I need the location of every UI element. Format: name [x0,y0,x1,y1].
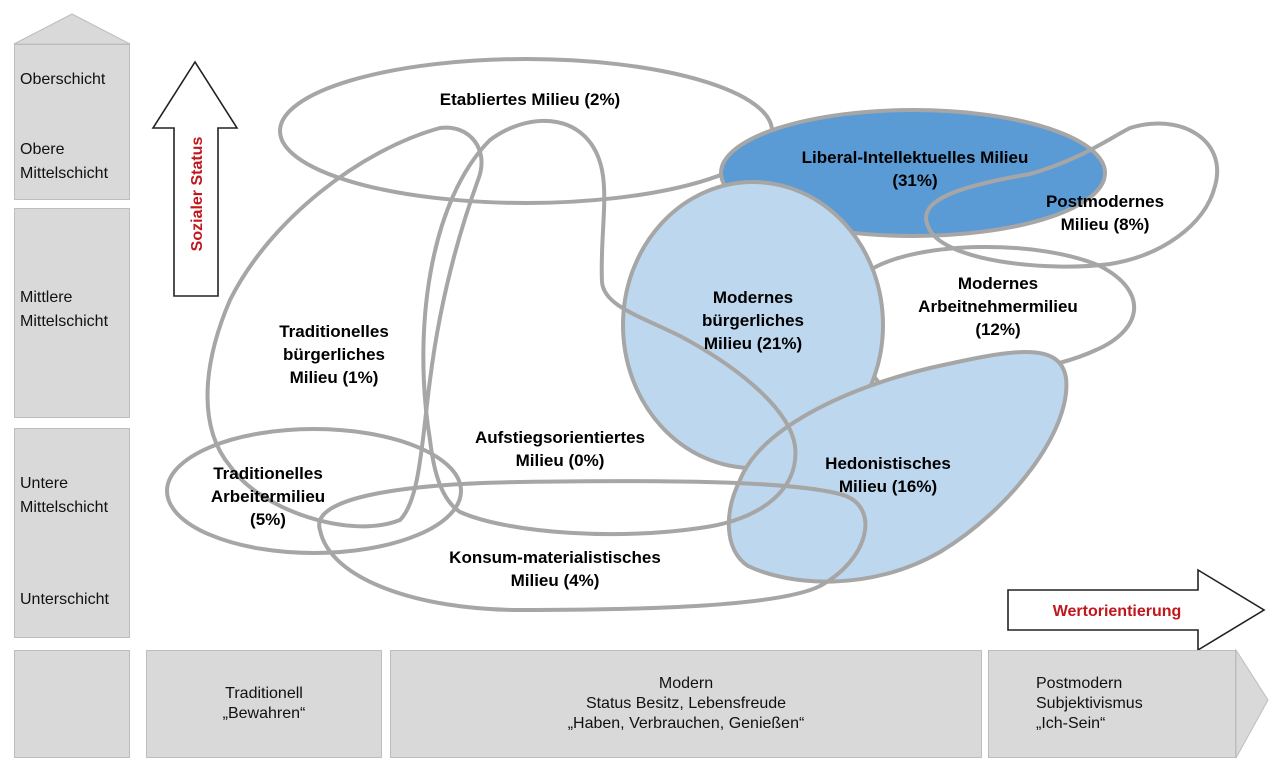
stratum-obere-mittelschicht: Obere Mittelschicht [20,141,109,182]
label-konsum-materialistisches: Konsum-materialistisches Milieu (4%) [449,548,661,590]
label-liberal-intellektuelles: Liberal-Intellektuelles Milieu (31%) [801,148,1029,190]
band-arrow-head [1235,648,1269,759]
wertorientierung-label: Wertorientierung [1053,603,1182,620]
shape-traditionelles-arbeitermilieu [165,427,463,555]
sozialer-status-arrow [151,60,239,297]
strata-box-bottom [14,428,130,638]
band-box-corner [14,650,130,758]
label-modernes-arbeitnehmermilieu: Modernes Arbeitnehmermilieu (12%) [918,274,1078,339]
shape-konsum-materialistisches [317,479,868,613]
wertorientierung-arrow [1007,568,1266,652]
stratum-oberschicht: Oberschicht [20,71,106,88]
stratum-untere-mittelschicht: Untere Mittelschicht [20,475,109,516]
band-box-modern [390,650,982,758]
band-box-postmodern [988,650,1236,758]
label-traditionelles-arbeitermilieu: Traditionelles Arbeitermilieu (5%) [210,464,326,529]
label-etabliertes: Etabliertes Milieu (2%) [439,90,621,109]
stratum-unterschicht: Unterschicht [20,591,109,608]
shape-etabliertes [278,57,774,205]
band-text-traditionell: Traditionell „Bewahren“ [222,685,306,722]
strata-box-top [14,44,130,200]
stratum-mittlere-mittelschicht: Mittlere Mittelschicht [20,289,109,330]
band-text-modern: Modern Status Besitz, Lebensfreude „Habe… [567,675,805,732]
label-postmodernes: Postmodernes Milieu (8%) [1045,192,1165,234]
shape-hedonistisches [726,350,1069,584]
strata-box-middle [14,208,130,418]
label-hedonistisches: Hedonistisches Milieu (16%) [825,454,951,496]
label-traditionelles-buergerliches: Traditionelles bürgerliches Milieu (1%) [279,322,389,387]
sozialer-status-label: Sozialer Status [189,137,206,252]
label-aufstiegsorientiertes: Aufstiegsorientiertes Milieu (0%) [474,428,646,470]
shape-traditionelles-buergerliches [205,125,484,529]
shape-aufstiegsorientiertes [421,118,798,537]
shape-postmodernes [924,121,1219,269]
label-modernes-buergerliches: Modernes bürgerliches Milieu (21%) [701,288,805,353]
strata-arrow-head [13,13,131,45]
band-box-traditionell [146,650,382,758]
band-text-postmodern: Postmodern Subjektivismus „Ich-Sein“ [1036,675,1143,732]
